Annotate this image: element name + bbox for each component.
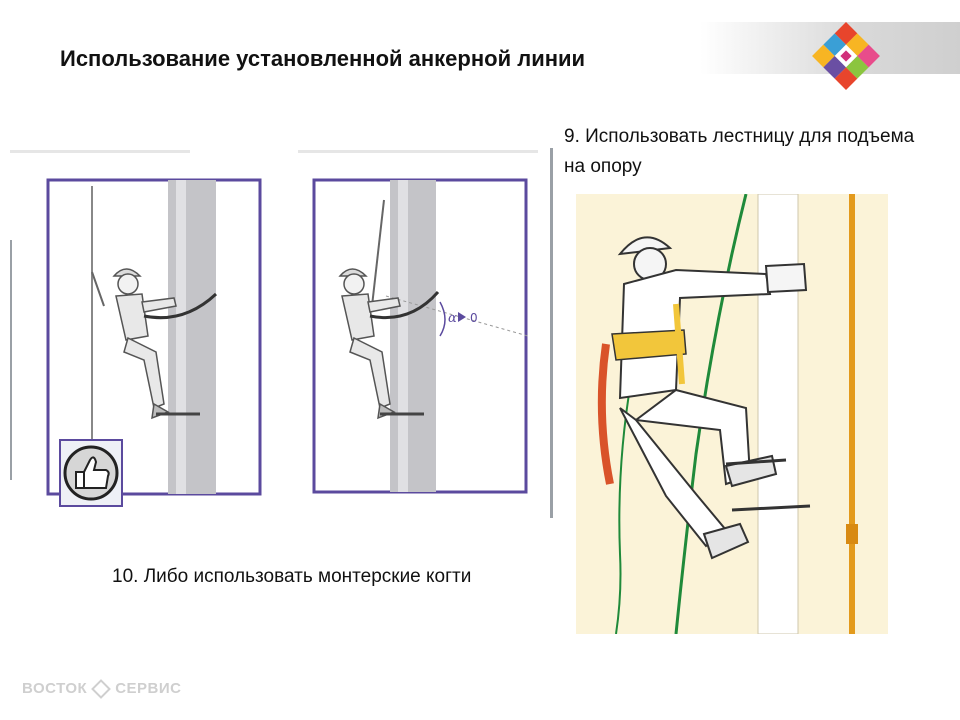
thumbs-up-icon: [75, 456, 110, 489]
harness-strap: [597, 343, 614, 485]
thumbs-up-badge: [59, 439, 123, 507]
divider: [10, 150, 190, 153]
worker-figure: [617, 236, 808, 560]
reference-line: [385, 295, 529, 337]
pole: [390, 180, 436, 492]
company-logo: [812, 22, 880, 90]
foot-rest: [725, 458, 787, 466]
ladder-rail: [757, 194, 799, 634]
footer-brand-left: ВОСТОК: [22, 680, 88, 697]
page-title: Использование установленной анкерной лин…: [60, 46, 586, 71]
diamond-icon: [91, 678, 112, 699]
harness-belt: [611, 329, 687, 361]
foot-rest: [731, 504, 811, 512]
footer-brand-right: СЕРВИС: [115, 680, 182, 697]
pole: [168, 180, 216, 494]
divider: [10, 240, 12, 480]
divider: [550, 148, 553, 518]
lanyard: [371, 199, 385, 307]
lanyard: [91, 271, 105, 307]
harness-strap: [673, 303, 685, 385]
pole-strap: [143, 292, 218, 320]
pole-highlight: [398, 180, 408, 492]
pole-strap: [369, 291, 440, 320]
footer-brand: ВОСТОК СЕРВИС: [22, 678, 182, 699]
pole-highlight: [176, 180, 186, 494]
rope: [615, 353, 637, 634]
angle-arrow-icon: [458, 312, 466, 322]
zero-label: 0: [470, 311, 478, 325]
rope: [674, 194, 748, 634]
angle-label: α: [448, 311, 457, 326]
worker-figure: [338, 268, 401, 420]
climbing-illustration-right: α 0: [312, 178, 529, 494]
worker-figure: [112, 268, 177, 420]
ladder-climbing-illustration: [576, 194, 888, 634]
step-9-caption: 9. Использовать лестницу для подъема на …: [564, 126, 915, 177]
divider: [298, 150, 538, 153]
pipe-joint: [846, 524, 858, 544]
angle-arc: [439, 301, 446, 337]
step-10-caption: 10. Либо использовать монтерские когти: [112, 566, 472, 587]
